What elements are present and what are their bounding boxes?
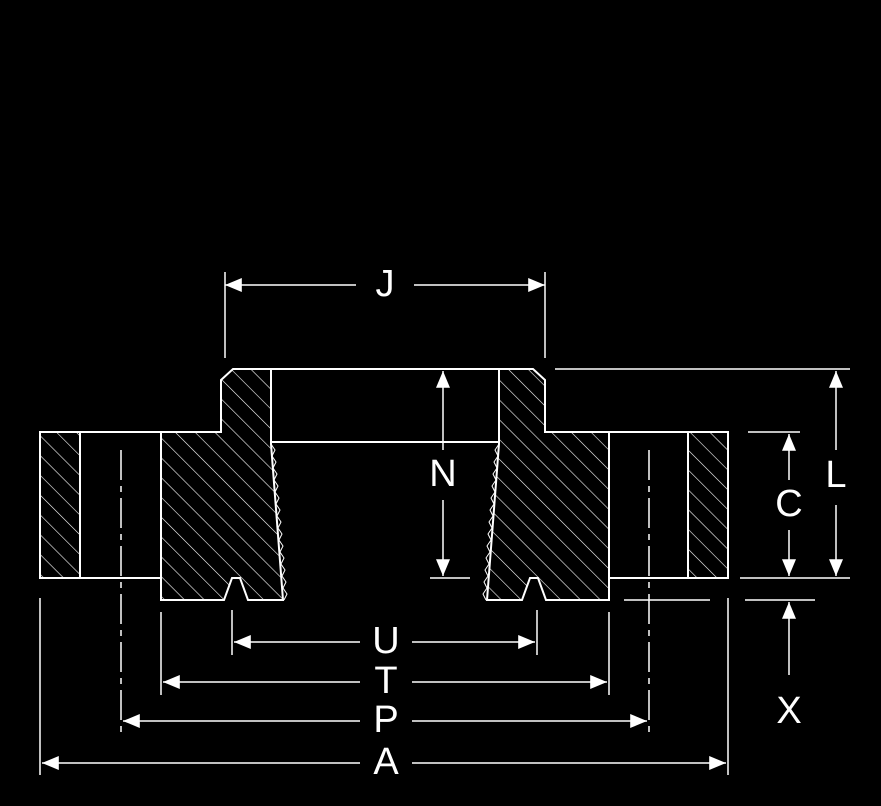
dimension-label-t: T [374, 660, 397, 702]
dimension-label-c: C [775, 483, 802, 525]
bore-outlines [80, 368, 688, 579]
extension-lines [39, 272, 850, 775]
dimension-label-l: L [825, 454, 846, 496]
dimension-label-p: P [373, 699, 398, 741]
dimension-label-n: N [429, 453, 456, 495]
right-thread-lines [482, 443, 500, 601]
right-outer-ring-section [687, 431, 729, 579]
dimension-label-j: J [376, 263, 395, 305]
dimension-label-a: A [373, 741, 399, 783]
left-outer-ring-section [39, 431, 81, 579]
left-hub-section [160, 368, 285, 601]
dimension-label-u: U [372, 620, 399, 662]
left-thread-lines [270, 443, 288, 601]
right-hub-section [485, 368, 610, 601]
dimension-lines [42, 278, 843, 770]
dimension-label-x: X [776, 690, 801, 732]
